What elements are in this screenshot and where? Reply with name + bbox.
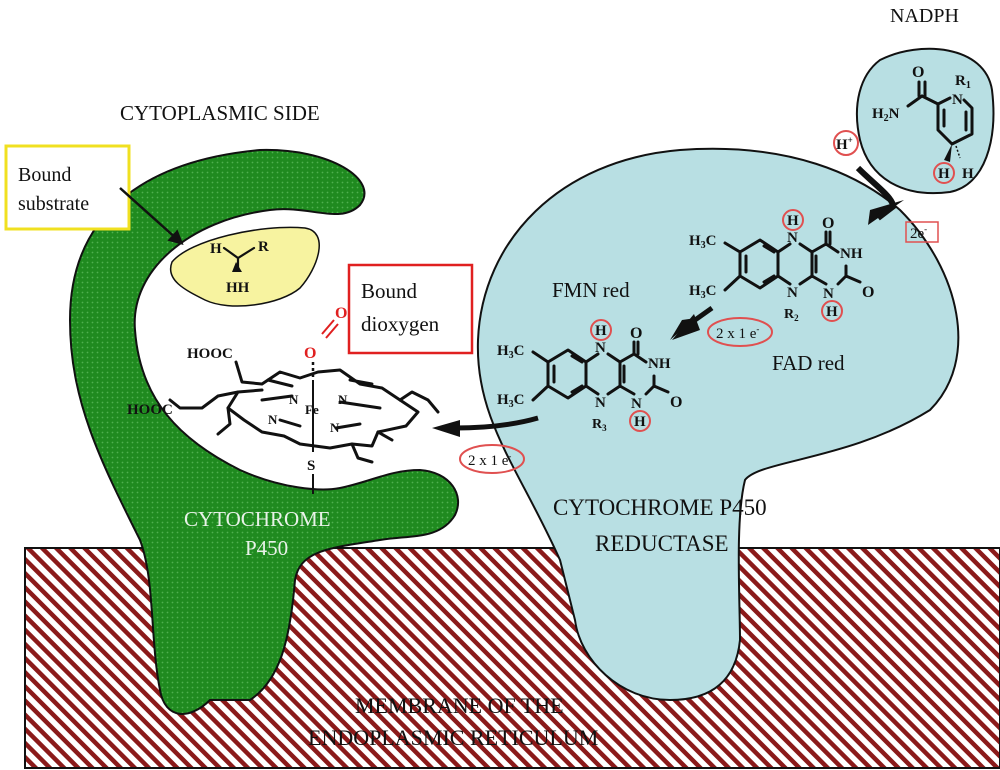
nadph-h2n: H2N	[872, 106, 900, 124]
nadph-o: O	[912, 64, 924, 81]
two-electron-badge: 2e-	[905, 221, 939, 243]
reductase-label-line1: CYTOCHROME P450	[553, 495, 767, 520]
heme-fe: Fe	[305, 402, 319, 417]
bound-dioxygen-line2: dioxygen	[361, 312, 440, 336]
nadph-blob	[856, 47, 995, 195]
heme-s: S	[307, 458, 315, 474]
fmn-nh: NH	[648, 356, 671, 372]
nadph-to-fad-arrow	[855, 165, 896, 207]
fad-o-2: O	[862, 284, 874, 301]
fmn-h3c-1: H3C	[497, 343, 525, 361]
bound-substrate-line1: Bound	[18, 164, 71, 186]
fmn-o-1: O	[630, 325, 642, 342]
heme-hooc-1: HOOC	[187, 346, 233, 362]
nadph-label: NADPH	[890, 5, 959, 27]
substrate-hh: HH	[226, 280, 250, 296]
substrate-pointer-arrow	[119, 187, 184, 246]
oxygen-atom-1: O	[335, 305, 347, 322]
nadph-molecule: O R1 N H2N H H	[872, 64, 974, 184]
fmn-to-heme-electrons: 2 x 1 e-	[459, 444, 525, 474]
p450-protein	[68, 148, 460, 715]
fad-label: FAD red	[772, 351, 845, 375]
cytoplasmic-side-label: CYTOPLASMIC SIDE	[120, 101, 320, 125]
nadph-r1: R1	[955, 73, 971, 91]
nadph-h-2: H	[962, 166, 974, 182]
fmn-h3c-2: H3C	[497, 392, 525, 410]
membrane-label-line2: ENDOPLASMIC RETICULUM	[308, 725, 598, 750]
p450-label-line2: P450	[245, 536, 288, 560]
fmn-h-2: H	[634, 414, 646, 430]
bound-substrate-callout: Bound substrate	[4, 144, 131, 231]
fad-h3c-1: H3C	[689, 233, 717, 251]
substrate-molecule: H R HH	[210, 239, 269, 296]
fad-r2: R2	[784, 307, 799, 323]
heme-n-1: N	[289, 392, 299, 407]
fad-o-1: O	[822, 215, 834, 232]
fmn-to-heme-arrow	[454, 415, 539, 431]
substrate-pocket	[169, 226, 320, 307]
two-electron-label: 2e-	[910, 224, 927, 242]
heme-n-2: N	[338, 392, 348, 407]
fmn-n-1: N	[595, 340, 606, 356]
fad-to-fmn-electrons: 2 x 1 e-	[707, 317, 773, 347]
heme-n-4: N	[330, 420, 340, 435]
nadph-h-1: H	[938, 166, 950, 182]
fmn-r3: R3	[592, 417, 607, 433]
fad-h-1: H	[787, 213, 799, 229]
fmn-label: FMN red	[552, 278, 630, 302]
substrate-h: H	[210, 241, 222, 257]
fmn-to-heme-arrowhead	[432, 420, 460, 437]
fad-to-fmn-label: 2 x 1 e-	[716, 324, 759, 342]
fad-n-1: N	[787, 230, 798, 246]
oxygen-atom-2: O	[304, 345, 316, 362]
nadph-n: N	[952, 92, 963, 108]
fad-h3c-2: H3C	[689, 283, 717, 301]
membrane-label-line1: MEMBRANE OF THE	[355, 693, 564, 718]
heme-hooc-2: HOOC	[127, 402, 173, 418]
fad-n-2: N	[787, 285, 798, 301]
reductase-protein	[476, 147, 960, 702]
reductase-label-line2: REDUCTASE	[595, 531, 729, 556]
fad-nh: NH	[840, 246, 863, 262]
p450-label-line1: CYTOCHROME	[184, 507, 331, 531]
fmn-molecule: H3C H3C N N N O NH O H R3 H	[497, 319, 682, 433]
bound-substrate-line2: substrate	[18, 193, 89, 215]
substrate-r: R	[258, 239, 269, 255]
fmn-h-1: H	[595, 323, 607, 339]
fmn-n-3: N	[631, 396, 642, 412]
fmn-to-heme-label: 2 x 1 e-	[468, 451, 511, 469]
fad-h-2: H	[826, 304, 838, 320]
bound-dioxygen-callout: Bound dioxygen	[347, 263, 474, 355]
fmn-o-2: O	[670, 394, 682, 411]
fad-molecule: H3C H3C N N N O NH O H R2 H	[689, 209, 874, 323]
heme-n-3: N	[268, 412, 278, 427]
fad-n-3: N	[823, 286, 834, 302]
proton-label: H+	[836, 135, 853, 153]
proton-transfer: H+	[833, 130, 859, 156]
bound-dioxygen-line1: Bound	[361, 279, 418, 303]
fmn-n-2: N	[595, 395, 606, 411]
heme-molecule: O O HOOC HOOC N N N N Fe S	[127, 305, 440, 494]
